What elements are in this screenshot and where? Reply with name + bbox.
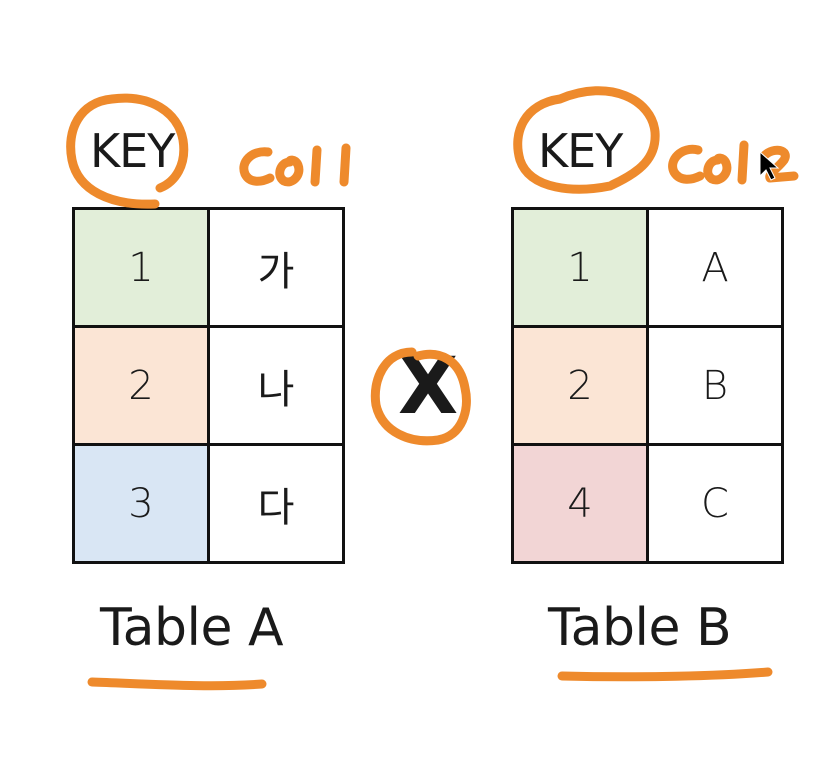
table-a-underline [87, 677, 267, 691]
table-a-key-cell: 1 [72, 207, 210, 328]
col2-handwriting [668, 140, 799, 185]
table-b-key-cell: 1 [511, 207, 649, 328]
table-a-key-cell: 3 [72, 443, 210, 564]
table-b-key-cell: 4 [511, 443, 649, 564]
table-b-caption: Table B [548, 598, 732, 658]
table-row: 3 다 [72, 443, 345, 564]
table-a-value-cell: 나 [207, 325, 345, 446]
table-row: 2 나 [72, 325, 345, 446]
table-row: 2 B [511, 325, 784, 446]
table-b-value-cell: C [646, 443, 784, 564]
cross-join-operator: X [398, 342, 459, 432]
table-b-key-cell: 2 [511, 325, 649, 446]
table-a-key-header: KEY [90, 124, 175, 178]
table-b: 1 A 2 B 4 C [511, 207, 784, 564]
table-b-value-cell: B [646, 325, 784, 446]
table-a-value-cell: 다 [207, 443, 345, 564]
table-a-value-cell: 가 [207, 207, 345, 328]
mouse-cursor-icon [759, 150, 780, 181]
table-b-value-cell: A [646, 207, 784, 328]
table-a-key-cell: 2 [72, 325, 210, 446]
table-b-underline [557, 667, 773, 682]
table-a-caption: Table A [100, 598, 284, 658]
table-row: 1 A [511, 207, 784, 328]
table-b-key-header: KEY [538, 124, 623, 178]
col1-handwriting [239, 143, 351, 187]
table-a: 1 가 2 나 3 다 [72, 207, 345, 564]
table-row: 4 C [511, 443, 784, 564]
table-row: 1 가 [72, 207, 345, 328]
